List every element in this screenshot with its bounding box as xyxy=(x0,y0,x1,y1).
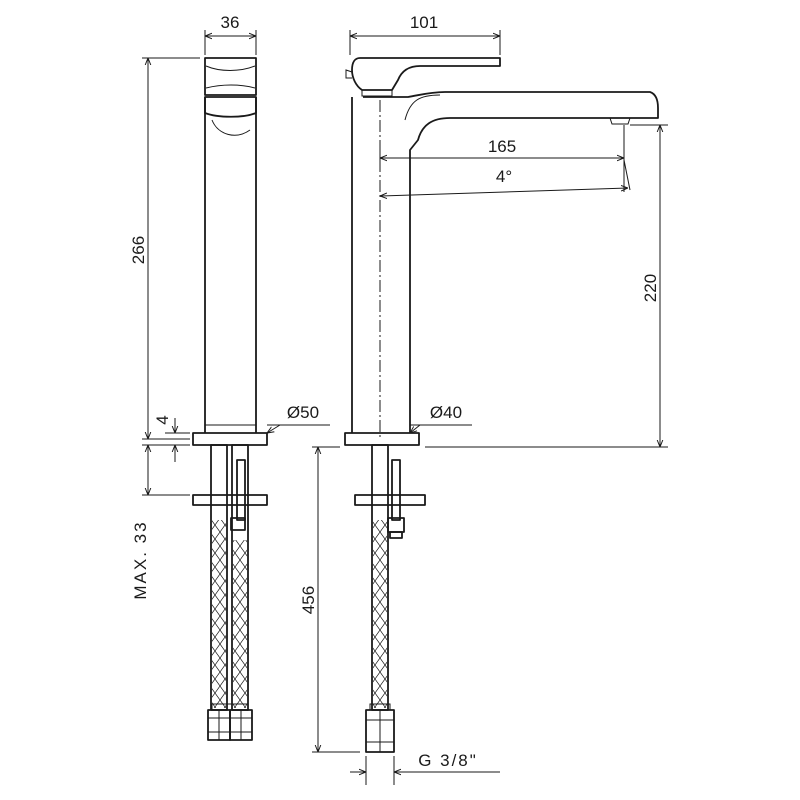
side-washer xyxy=(354,494,426,506)
dim-height-front: 266 xyxy=(129,236,148,264)
front-cap xyxy=(204,96,257,118)
front-rod xyxy=(236,459,246,521)
dim-body-width: 36 xyxy=(221,13,240,32)
front-base-plate xyxy=(192,432,268,446)
dim-hose-length: 456 xyxy=(299,586,318,614)
front-washer xyxy=(192,494,268,506)
dim-base-dia-front: Ø50 xyxy=(287,403,319,422)
dim-base-dia-side: Ø40 xyxy=(430,403,462,422)
front-handle xyxy=(204,57,257,96)
dim-base-plate: 4 xyxy=(153,415,172,424)
side-lever xyxy=(351,57,501,91)
dimensions: 36 101 266 4 MAX. 33 Ø50 Ø40 165 xyxy=(129,13,668,785)
side-view xyxy=(344,57,659,753)
dim-spout-height: 220 xyxy=(641,274,660,302)
dim-spout-angle: 4° xyxy=(496,167,512,186)
dim-max-thickness: MAX. 33 xyxy=(131,520,150,599)
side-spout xyxy=(363,91,659,433)
side-rod xyxy=(391,459,401,521)
dim-thread: G 3/8" xyxy=(418,751,478,770)
side-base-plate xyxy=(344,432,420,446)
dim-spout-reach: 165 xyxy=(488,137,516,156)
dim-handle-length: 101 xyxy=(410,13,438,32)
front-body xyxy=(204,97,257,433)
front-view xyxy=(192,57,268,741)
